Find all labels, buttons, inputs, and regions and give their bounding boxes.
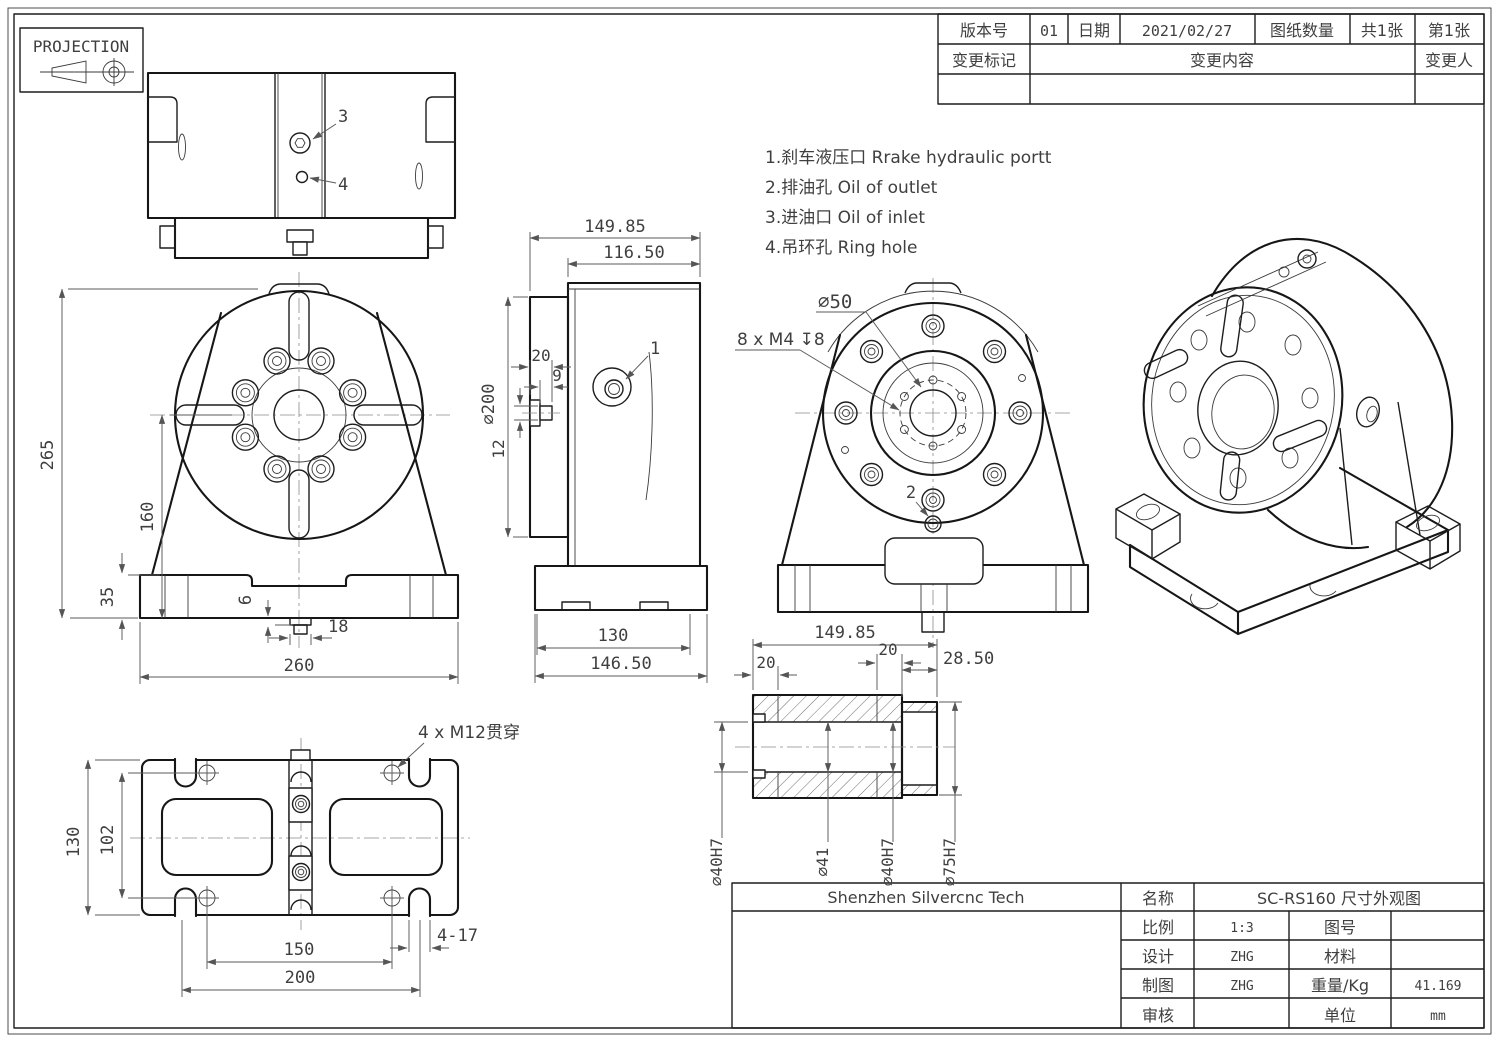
top-view: 3 4 bbox=[146, 71, 457, 260]
dim-side-base-total: 146.50 bbox=[590, 654, 651, 674]
callout-oil-inlet: 3 bbox=[338, 107, 348, 127]
dim-front-tab-step: 6 bbox=[236, 595, 256, 605]
dim-front-base-height: 35 bbox=[98, 587, 118, 607]
dim-bottom-thru-note: 4 x M12贯穿 bbox=[418, 723, 520, 743]
isometric-view bbox=[1115, 237, 1461, 636]
rev-version-value: 01 bbox=[1040, 22, 1058, 40]
callout-ring-hole: 4 bbox=[338, 175, 348, 195]
tb-unit-value: mm bbox=[1430, 1009, 1446, 1024]
dim-section-flange-len: 28.50 bbox=[943, 649, 994, 669]
tb-name-value: SC-RS160 尺寸外观图 bbox=[1257, 889, 1421, 908]
note-line: 1.刹车液压口 Rrake hydraulic portt bbox=[765, 148, 1052, 168]
rev-change-person-label: 变更人 bbox=[1425, 51, 1473, 70]
iso-bolt-holes bbox=[1169, 311, 1319, 489]
m4-hole-circle bbox=[899, 375, 967, 451]
tb-unit-label: 单位 bbox=[1324, 1006, 1356, 1025]
projection-box: PROJECTION bbox=[19, 27, 144, 93]
rev-sheet-qty-value: 共1张 bbox=[1361, 21, 1403, 40]
dim-front-total-height: 265 bbox=[38, 440, 58, 471]
dim-bottom-plate-width: 130 bbox=[64, 827, 84, 858]
dim-front-center-height: 160 bbox=[138, 502, 158, 533]
tb-material-label: 材料 bbox=[1324, 947, 1356, 966]
dim-section-right-step: 20 bbox=[878, 640, 897, 659]
rev-change-content-label: 变更内容 bbox=[1190, 51, 1254, 70]
note-line: 3.进油口 Oil of inlet bbox=[765, 208, 925, 228]
dim-rear-tap-note: 8 x M4 ↧8 bbox=[737, 330, 825, 350]
dim-bottom-hole-pitch-v: 102 bbox=[98, 825, 118, 856]
dim-front-tab-width: 18 bbox=[328, 617, 348, 637]
dim-side-platter-dia: ⌀200 bbox=[479, 384, 499, 425]
bottom-view: 130 102 150 200 4-17 4 x M12贯穿 bbox=[64, 723, 520, 997]
rev-date-label: 日期 bbox=[1078, 21, 1110, 40]
tb-name-label: 名称 bbox=[1142, 889, 1174, 908]
dim-side-base-width: 130 bbox=[598, 626, 629, 646]
tb-drawing-no-label: 图号 bbox=[1324, 918, 1356, 937]
title-block: Shenzhen Silvercnc Tech 名称 SC-RS160 尺寸外观… bbox=[731, 882, 1485, 1029]
dim-bottom-slot-note: 4-17 bbox=[437, 926, 478, 946]
page-frame bbox=[7, 7, 1492, 1035]
callout-oil-outlet: 2 bbox=[906, 483, 916, 503]
rear-view: ⌀50 8 x M4 ↧8 2 bbox=[735, 278, 1090, 648]
dim-section-bore-left: ⌀40H7 bbox=[707, 838, 726, 886]
rev-date-value: 2021/02/27 bbox=[1142, 22, 1232, 40]
rear-bolt-circle bbox=[834, 314, 1032, 512]
dim-section-left-step: 20 bbox=[756, 653, 775, 672]
callout-brake-port: 1 bbox=[650, 339, 660, 359]
tb-weight-value: 41.169 bbox=[1415, 979, 1462, 994]
dim-side-key-depth: 20 bbox=[531, 346, 550, 365]
dim-side-key-width: 9 bbox=[552, 366, 562, 385]
dim-rear-bolt-circle: ⌀50 bbox=[818, 291, 852, 313]
note-line: 2.排油孔 Oil of outlet bbox=[765, 178, 938, 198]
projection-label: PROJECTION bbox=[33, 37, 129, 56]
dim-bottom-slot-pitch: 200 bbox=[285, 968, 316, 988]
tb-design-value: ZHG bbox=[1230, 950, 1254, 965]
tb-audit-label: 审核 bbox=[1142, 1006, 1174, 1025]
dim-bottom-hole-pitch-h: 150 bbox=[284, 940, 315, 960]
note-line: 4.吊环孔 Ring hole bbox=[765, 238, 918, 258]
tb-draft-value: ZHG bbox=[1230, 979, 1254, 994]
dim-side-total-depth: 149.85 bbox=[584, 217, 645, 237]
section-view: 149.85 20 20 28.50 ⌀40H7 ⌀41 ⌀40H7 ⌀75H7 bbox=[707, 623, 994, 886]
dim-front-base-width: 260 bbox=[284, 656, 315, 676]
rev-version-label: 版本号 bbox=[960, 21, 1008, 40]
dim-section-total: 149.85 bbox=[814, 623, 875, 643]
rev-change-mark-label: 变更标记 bbox=[952, 51, 1016, 70]
rev-sheet-qty-label: 图纸数量 bbox=[1270, 21, 1334, 40]
dim-side-key-height: 12 bbox=[489, 439, 508, 458]
dim-section-bore-mid: ⌀41 bbox=[813, 848, 832, 877]
tb-weight-label: 重量/Kg bbox=[1311, 976, 1369, 995]
dim-section-bore-right: ⌀40H7 bbox=[878, 838, 897, 886]
base-mount-holes bbox=[195, 761, 404, 910]
tb-design-label: 设计 bbox=[1142, 947, 1174, 966]
notes: 1.刹车液压口 Rrake hydraulic portt 2.排油孔 Oil … bbox=[765, 148, 1052, 258]
first-angle-projection-icon bbox=[40, 58, 134, 86]
front-view: 265 160 35 6 18 260 bbox=[38, 272, 460, 684]
tb-scale-value: 1:3 bbox=[1230, 921, 1253, 936]
tb-draft-label: 制图 bbox=[1142, 976, 1174, 995]
side-view: 149.85 116.50 20 9 12 ⌀200 1 130 146.50 bbox=[479, 217, 709, 683]
rev-sheet-no-value: 第1张 bbox=[1428, 21, 1470, 40]
front-bolt-circle bbox=[231, 347, 367, 483]
dim-side-body-depth: 116.50 bbox=[603, 243, 664, 263]
dim-section-flange-dia: ⌀75H7 bbox=[940, 838, 959, 886]
company-name: Shenzhen Silvercnc Tech bbox=[827, 888, 1024, 907]
tb-scale-label: 比例 bbox=[1142, 918, 1174, 937]
revision-table: 版本号 01 日期 2021/02/27 图纸数量 共1张 第1张 变更标记 变… bbox=[937, 13, 1485, 105]
